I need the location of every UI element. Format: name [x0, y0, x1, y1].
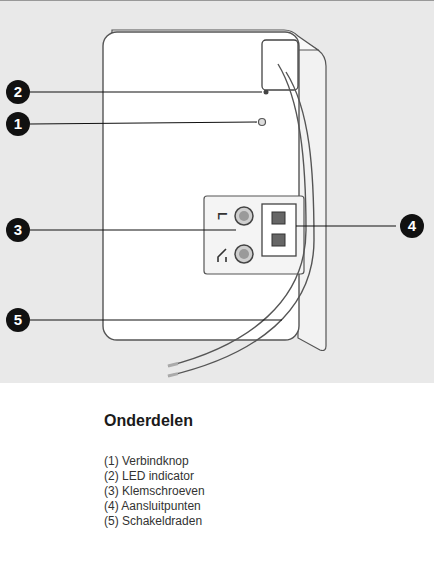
callout-number: 3 [6, 218, 30, 242]
part-list-item: (5) Schakeldraden [104, 514, 202, 528]
terminal-panel [204, 196, 304, 274]
callout-number: 5 [6, 308, 30, 332]
part-list-item: (3) Klemschroeven [104, 484, 205, 498]
switch-symbol [218, 249, 226, 262]
connector-point [272, 234, 285, 246]
terminal-screw-head [239, 249, 249, 259]
connector-point [272, 212, 285, 224]
leader-line [30, 229, 236, 230]
leader-line [30, 91, 262, 92]
terminal-screw [235, 207, 253, 225]
part-list-item: (4) Aansluitpunten [104, 499, 201, 513]
terminal-screw [235, 245, 253, 263]
callout-number: 4 [400, 214, 424, 238]
terminal-label: L [215, 212, 229, 220]
housing-side [296, 36, 326, 351]
parts-heading: Onderdelen [104, 412, 193, 430]
callout-number: 2 [6, 80, 30, 104]
wire-tip [168, 364, 178, 367]
wire-tip [168, 374, 178, 376]
switch-wire [168, 72, 314, 376]
background-panel [0, 0, 434, 383]
leader-line [30, 319, 282, 320]
switch-wire [168, 64, 306, 366]
leader-line [296, 225, 396, 226]
connect-button [259, 119, 266, 126]
leader-line [30, 122, 257, 124]
frame-line [0, 0, 434, 1]
part-list-item: (2) LED indicator [104, 469, 194, 483]
part-list-item: (1) Verbindknop [104, 454, 189, 468]
housing-front [103, 32, 299, 340]
connector-block [262, 204, 296, 256]
callout-number: 1 [6, 112, 30, 136]
terminal-screw-head [239, 211, 249, 221]
